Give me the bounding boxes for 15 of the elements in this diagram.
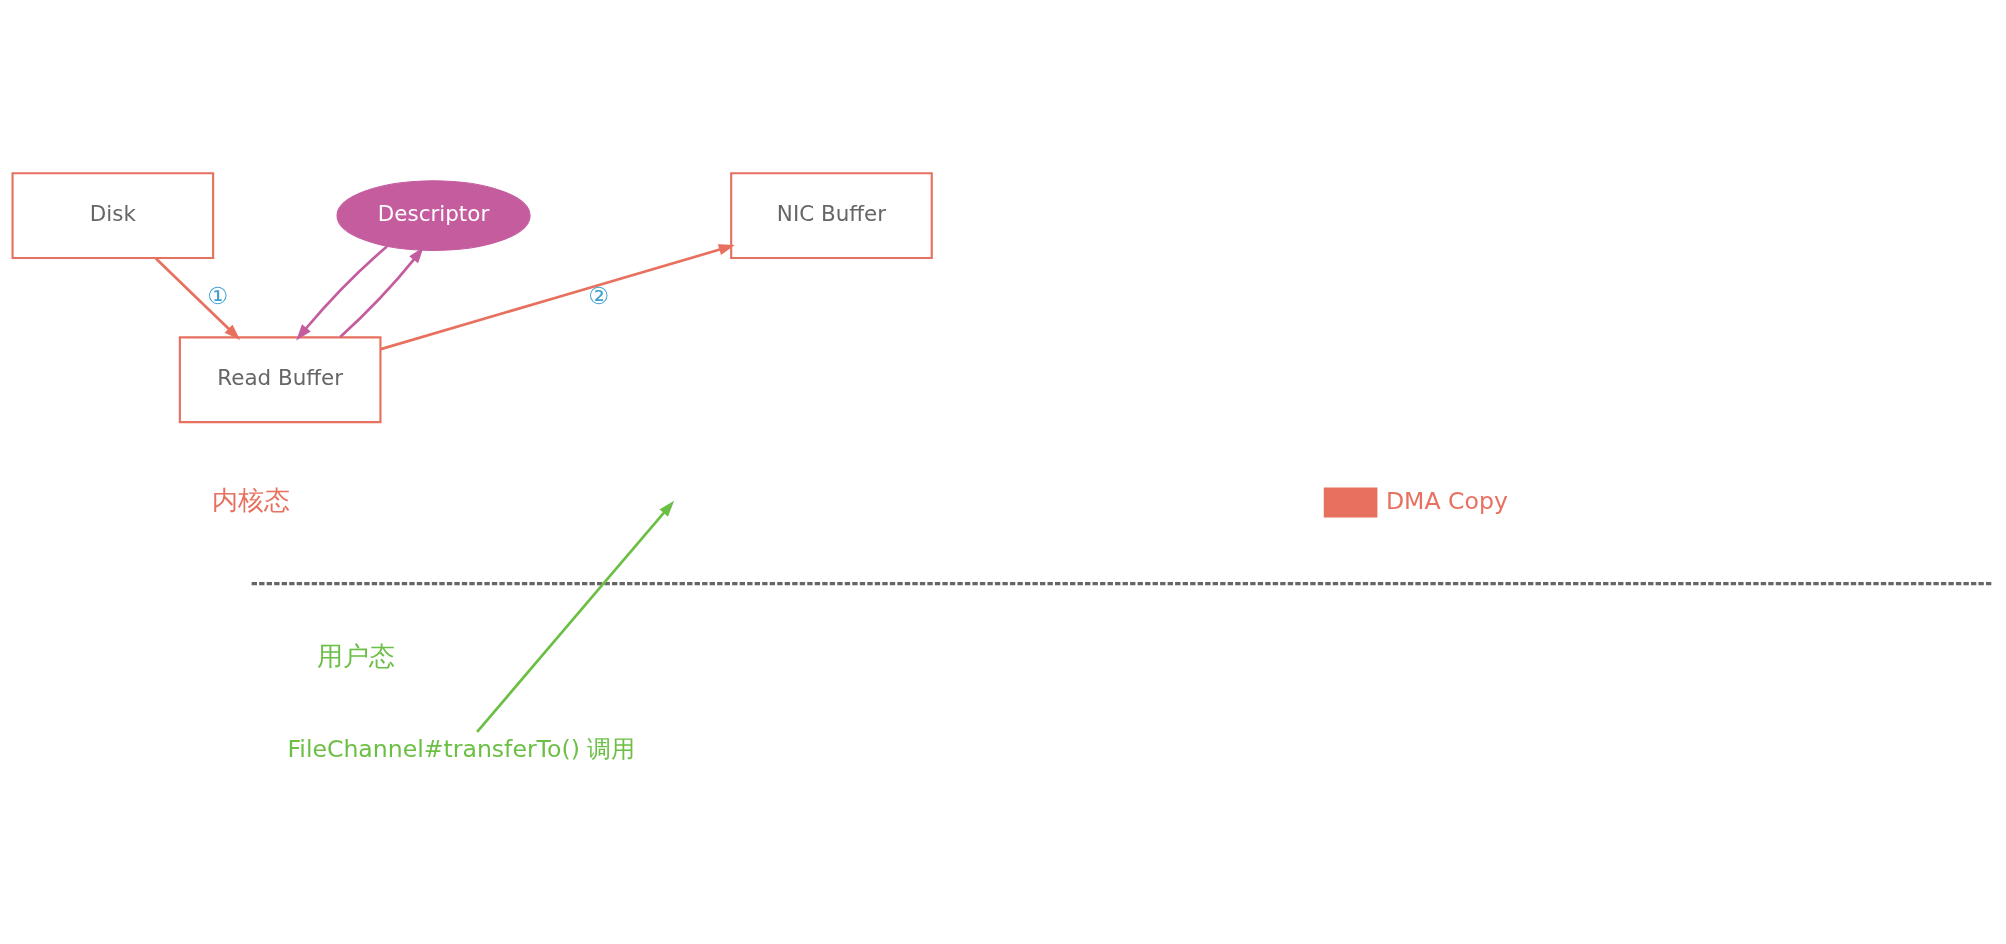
arrow (380, 244, 735, 351)
legend-label: DMA Copy (1385, 486, 1508, 515)
node-ellipse: Descriptor (336, 180, 531, 252)
node-text: FileChannel#transferTo() 调用 (287, 735, 636, 764)
arrow (339, 247, 424, 339)
node-box: Disk (11, 172, 215, 260)
label: 用户态 (317, 640, 396, 671)
edge-label: ② (588, 281, 610, 310)
node-box: NIC Buffer (730, 172, 933, 260)
arrow (476, 500, 675, 733)
node-box: Read Buffer (178, 336, 382, 424)
arrow (296, 245, 388, 341)
arrow (155, 257, 241, 340)
label: 内核态 (212, 485, 291, 516)
edge-label: ① (207, 281, 229, 310)
